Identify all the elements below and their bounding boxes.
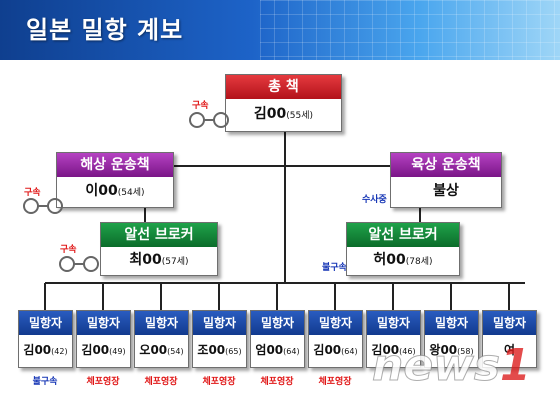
stowaway-box: 밀항자 조00(65) <box>192 310 247 368</box>
stowaway-age: (49) <box>109 347 126 356</box>
stowaway-role: 밀항자 <box>193 311 246 335</box>
stowaway-box: 밀항자 김00(42) <box>18 310 73 368</box>
stowaway-role: 밀항자 <box>483 311 536 335</box>
handcuffs-icon <box>59 256 99 272</box>
sea-transport-name: 이00 <box>85 183 118 199</box>
header-grid-decoration <box>260 0 560 60</box>
stowaway-box: 밀항자 여 <box>482 310 537 368</box>
stowaway-name: 엄00 <box>255 343 284 357</box>
broker-left-name: 최00 <box>129 252 162 268</box>
boss-age: (55세) <box>286 111 314 121</box>
stowaway-status: 체포영장 <box>86 377 120 387</box>
stowaway-name: 왕00 <box>429 343 458 357</box>
stowaway-status: 체포영장 <box>202 377 236 387</box>
land-transport-role: 육상 운송책 <box>391 153 501 177</box>
stowaway-status: 체포영장 <box>144 377 178 387</box>
broker-right-role: 알선 브로커 <box>347 223 459 247</box>
stowaway-name-row: 오00(54) <box>135 335 188 365</box>
stowaway-age: (64) <box>341 347 358 356</box>
stowaway-age: (46) <box>399 347 416 356</box>
stowaway-name: 오00 <box>139 343 168 357</box>
stowaway-name-row: 김00(46) <box>367 335 420 365</box>
stowaway-age: (42) <box>51 347 68 356</box>
boss-name-row: 김00(55세) <box>226 99 341 129</box>
stowaway-name-row: 김00(64) <box>309 335 362 365</box>
sea-transport-box: 해상 운송책 이00(54세) <box>56 152 174 208</box>
header-banner: 일본 밀항 계보 <box>0 0 560 60</box>
stowaway-box: 밀항자 왕00(58) <box>424 310 479 368</box>
broker-right-name-row: 허00(78세) <box>347 247 459 273</box>
land-transport-box: 육상 운송책 불상 <box>390 152 502 208</box>
stowaway-name-row: 김00(42) <box>19 335 72 365</box>
stowaway-box: 밀항자 김00(49) <box>76 310 131 368</box>
page-title: 일본 밀항 계보 <box>26 16 184 44</box>
stowaway-age: (65) <box>225 347 242 356</box>
stowaway-name-row: 여 <box>483 335 536 365</box>
boss-status: 구속 <box>192 101 209 111</box>
sea-transport-name-row: 이00(54세) <box>57 177 173 205</box>
stowaway-role: 밀항자 <box>367 311 420 335</box>
stowaway-name: 여 <box>503 343 516 357</box>
stowaway-role: 밀항자 <box>77 311 130 335</box>
stowaway-status: 체포영장 <box>318 377 352 387</box>
sea-transport-age: (54세) <box>117 188 145 198</box>
stowaway-role: 밀항자 <box>135 311 188 335</box>
boss-role: 총 책 <box>226 75 341 99</box>
land-transport-name: 불상 <box>433 183 459 199</box>
sea-transport-role: 해상 운송책 <box>57 153 173 177</box>
stowaway-box: 밀항자 오00(54) <box>134 310 189 368</box>
broker-right-age: (78세) <box>405 257 433 267</box>
stowaway-box: 밀항자 김00(64) <box>308 310 363 368</box>
stowaway-age: (64) <box>283 347 300 356</box>
sea-transport-status: 구속 <box>24 188 41 198</box>
broker-right-box: 알선 브로커 허00(78세) <box>346 222 460 276</box>
stowaway-role: 밀항자 <box>425 311 478 335</box>
broker-right-status: 불구속 <box>322 263 347 273</box>
stowaway-name: 김00 <box>23 343 52 357</box>
broker-right-name: 허00 <box>373 252 406 268</box>
watermark-text: news <box>371 340 501 392</box>
handcuffs-icon <box>23 198 63 214</box>
stowaway-box: 밀항자 김00(46) <box>366 310 421 368</box>
stowaway-name-row: 김00(49) <box>77 335 130 365</box>
stowaway-name-row: 엄00(64) <box>251 335 304 365</box>
stowaway-status: 불구속 <box>32 377 58 387</box>
stowaway-age: (54) <box>167 347 184 356</box>
broker-left-age: (57세) <box>161 257 189 267</box>
broker-left-box: 알선 브로커 최00(57세) <box>100 222 218 276</box>
stowaway-role: 밀항자 <box>251 311 304 335</box>
land-transport-status: 수사중 <box>362 195 387 205</box>
stowaway-status: 체포영장 <box>260 377 294 387</box>
stowaway-role: 밀항자 <box>19 311 72 335</box>
broker-left-status: 구속 <box>60 245 77 255</box>
watermark-one: 1 <box>500 340 531 391</box>
news1-watermark: news1 <box>371 340 531 392</box>
stowaway-name: 김00 <box>81 343 110 357</box>
stowaway-name: 조00 <box>197 343 226 357</box>
stowaway-box: 밀항자 엄00(64) <box>250 310 305 368</box>
stowaway-name: 김00 <box>313 343 342 357</box>
boss-box: 총 책 김00(55세) <box>225 74 342 132</box>
handcuffs-icon <box>189 112 229 128</box>
broker-left-name-row: 최00(57세) <box>101 247 217 273</box>
stowaway-name: 김00 <box>371 343 400 357</box>
stowaway-role: 밀항자 <box>309 311 362 335</box>
stowaway-name-row: 조00(65) <box>193 335 246 365</box>
boss-name: 김00 <box>253 106 287 122</box>
broker-left-role: 알선 브로커 <box>101 223 217 247</box>
stowaway-name-row: 왕00(58) <box>425 335 478 365</box>
stowaway-age: (58) <box>457 347 474 356</box>
